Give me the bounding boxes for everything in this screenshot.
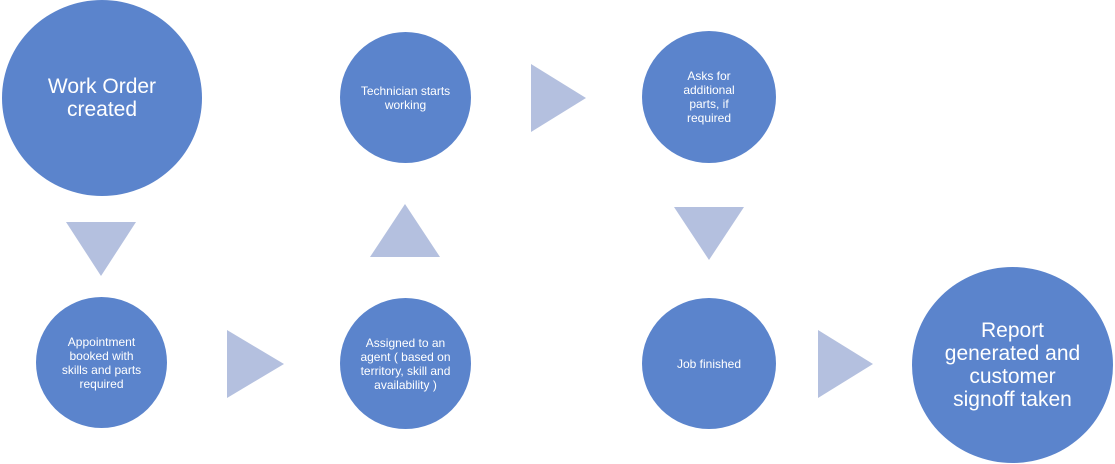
node-label: Job finished bbox=[676, 356, 742, 371]
node-report-generated: Report generated and customer signoff ta… bbox=[912, 267, 1113, 463]
arrow-right-2 bbox=[531, 64, 586, 132]
node-label: Work Order created bbox=[47, 75, 157, 121]
node-assigned-to-agent: Assigned to an agent ( based on territor… bbox=[340, 298, 471, 429]
node-work-order-created: Work Order created bbox=[2, 0, 202, 196]
node-label: Technician starts working bbox=[360, 83, 451, 112]
node-label: Assigned to an agent ( based on territor… bbox=[360, 335, 451, 392]
node-label: Asks for additional parts, if required bbox=[683, 69, 735, 125]
arrow-down-2 bbox=[674, 207, 744, 260]
node-asks-for-parts: Asks for additional parts, if required bbox=[642, 31, 776, 163]
arrow-down-1 bbox=[66, 222, 136, 276]
node-label: Appointment booked with skills and parts… bbox=[61, 334, 142, 391]
node-job-finished: Job finished bbox=[642, 298, 776, 429]
node-appointment-booked: Appointment booked with skills and parts… bbox=[36, 297, 167, 428]
arrow-up-1 bbox=[370, 204, 440, 257]
arrow-right-3 bbox=[818, 330, 873, 398]
arrow-right-1 bbox=[227, 330, 284, 398]
node-technician-starts: Technician starts working bbox=[340, 32, 471, 163]
node-label: Report generated and customer signoff ta… bbox=[944, 319, 1081, 411]
